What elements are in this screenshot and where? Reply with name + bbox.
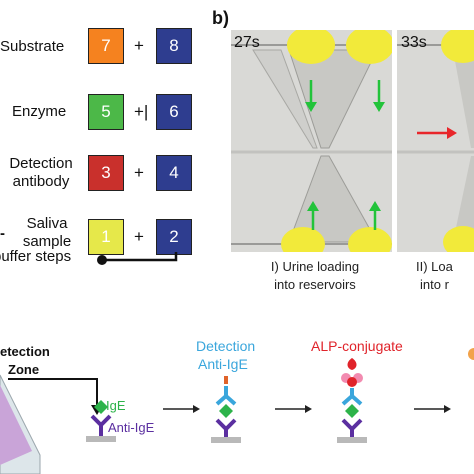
detection-complex-icon [211,376,241,443]
panel-letter-b: b) [212,8,229,28]
time-label: 27s [234,34,260,51]
box-number: 1 [101,227,111,246]
microfluidic-image [397,30,474,252]
dash-mark: - [0,225,5,242]
microfluidic-image [231,30,392,252]
box-number: 8 [169,36,179,55]
zone-pad [0,385,32,465]
box-saliva-left: 1 [88,219,124,255]
box-number: 4 [169,163,179,182]
zone-label-line2: Zone [8,362,40,377]
leader-line [8,378,98,407]
green-arrows [305,80,385,230]
box-detection-right: 4 [156,155,192,191]
box-number: 2 [169,227,179,246]
arrow-right-icon [163,405,200,413]
arrow-right-icon [414,405,451,413]
photo-frame-27s [231,30,392,252]
well [287,30,335,64]
frame-caption: I) Urine loading into reservoirs [245,258,385,294]
buffer-connector [97,252,178,265]
box-substrate-left: 7 [88,28,124,64]
box-number: 6 [169,102,179,121]
plus-sign: + [134,163,144,182]
ige-label: IgE [106,398,126,413]
box-number: 7 [101,36,111,55]
arrow-right-icon [275,405,312,413]
detection-label-line2: Anti-IgE [198,356,248,372]
well [281,227,325,252]
label-line: antibody [12,173,70,190]
label-line: Saliva [26,215,68,232]
box-enzyme-left: 5 [88,94,124,130]
box-number: 3 [101,163,111,182]
caption-line: I) Urine loading [270,259,360,274]
plus-sign: +| [134,102,149,121]
caption-line: II) Loa [416,259,453,274]
ige-antibody-icon [86,400,116,442]
box-number: 5 [101,102,111,121]
caption-line: into r [420,277,449,292]
zone-label-line1: etection [0,344,50,359]
well [348,227,392,252]
label-line: sample [22,233,72,250]
well [346,30,392,64]
anti-ige-label: Anti-IgE [108,420,155,435]
label-line: Detection [9,155,73,172]
row-label-enzyme: Enzyme [12,103,67,120]
row-label-saliva-sample: Saliva sample [14,215,80,251]
time-label: 33s [401,34,427,51]
box-detection-left: 3 [88,155,124,191]
connector-dot [97,255,107,265]
box-substrate-right: 8 [156,28,192,64]
row-label-detection-antibody: Detection antibody [0,155,82,191]
plus-sign: + [134,227,144,246]
row-label-substrate: Substrate [0,38,65,55]
alp-label: ALP-conjugate [311,338,403,354]
box-saliva-right: 2 [156,219,192,255]
well [443,226,474,252]
well [441,30,474,63]
caption-line: into reservoirs [274,277,356,292]
detection-label-line1: Detection [196,338,256,354]
red-arrow [417,127,457,139]
alp-complex-icon [337,358,367,443]
connector-line [102,252,178,262]
plus-sign: + [134,36,144,55]
buffer-steps-label: buffer steps [0,248,72,265]
frame-caption: II) Loa into r [416,258,453,294]
box-enzyme-right: 6 [156,94,192,130]
partial-stage-icon [468,348,474,360]
photo-frame-33s [397,30,474,252]
